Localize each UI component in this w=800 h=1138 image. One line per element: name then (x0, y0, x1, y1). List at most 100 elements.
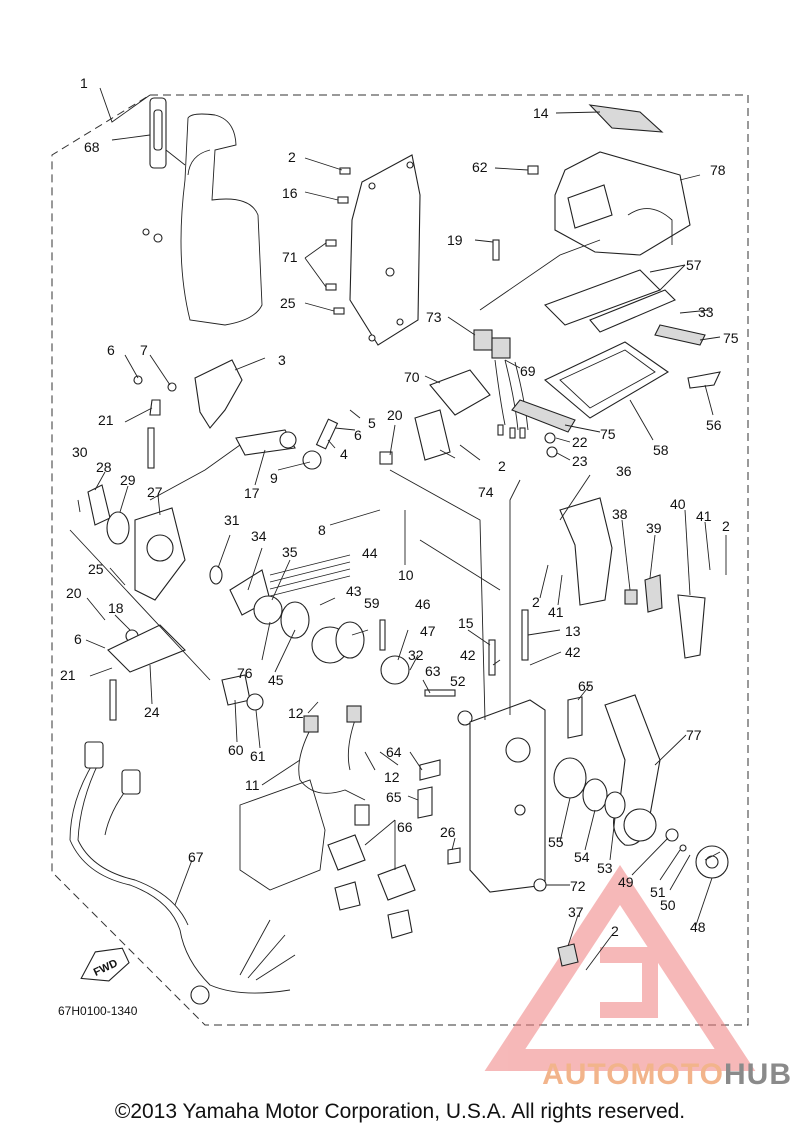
part-19-screw (492, 239, 500, 261)
part-69-wires (494, 359, 529, 439)
callout: 9 (270, 470, 278, 486)
callout: 26 (440, 824, 456, 840)
callout: 51 (650, 884, 666, 900)
callout: 43 (346, 583, 362, 599)
callout: 38 (612, 506, 628, 522)
part-68-handle-bracket (149, 97, 186, 169)
callout: 62 (472, 159, 488, 175)
part-22-washer (544, 432, 556, 444)
part-72-nut (533, 878, 547, 892)
callout-labels: 1 2 2 2 2 2 3 4 5 6 6 6 7 8 9 10 11 12 1… (60, 75, 739, 939)
part-77-hub (623, 808, 657, 842)
part-31-spring (209, 565, 223, 585)
callout: 25 (280, 295, 296, 311)
callout: 7 (140, 342, 148, 358)
part-74-bracket (414, 409, 451, 461)
assembly-boundary (51, 94, 749, 1026)
callout: 8 (318, 522, 326, 538)
part-75-strip-upper (654, 324, 706, 346)
callout: 70 (404, 369, 420, 385)
part-15-rod (488, 639, 496, 676)
fwd-arrow: FWD (80, 947, 130, 982)
part-46-pin (379, 619, 386, 651)
callout: 20 (66, 585, 82, 601)
part-53-ring (604, 791, 626, 819)
part-47-gear (380, 655, 410, 685)
callout: 41 (548, 604, 564, 620)
part-63-shaft (424, 689, 456, 697)
callout: 36 (616, 463, 632, 479)
callout: 57 (686, 257, 702, 273)
callout: 73 (426, 309, 442, 325)
callout: 34 (251, 528, 267, 544)
callout: 63 (425, 663, 441, 679)
part-55-ring (553, 757, 587, 799)
callout: 68 (84, 139, 100, 155)
callout: 42 (565, 644, 581, 660)
part-main-housing (469, 699, 546, 893)
callout: 2 (722, 518, 730, 534)
part-57-plate (544, 269, 676, 333)
callout: 6 (354, 427, 362, 443)
part-75-strip-lower (511, 399, 576, 433)
callout: 25 (88, 561, 104, 577)
callout: 15 (458, 615, 474, 631)
callout: 18 (108, 600, 124, 616)
callout: 74 (478, 484, 494, 500)
callout: 67 (188, 849, 204, 865)
part-27-bore (146, 534, 174, 562)
callout: 32 (408, 647, 424, 663)
callout: 54 (574, 849, 590, 865)
callout: 28 (96, 459, 112, 475)
part-73-switch (473, 329, 511, 359)
remote-body-outline (142, 113, 263, 326)
callout: 76 (237, 665, 253, 681)
ghost-bracket-lower (239, 779, 326, 891)
callout: 35 (282, 544, 298, 560)
callout: 61 (250, 748, 266, 764)
part-66-connectors (327, 834, 416, 939)
part-40-arm (677, 594, 706, 659)
callout: 19 (447, 232, 463, 248)
callout: 22 (572, 434, 588, 450)
callout: 72 (570, 878, 586, 894)
callout: 11 (245, 777, 260, 793)
callout: 13 (565, 623, 581, 639)
part-36-handle (559, 497, 613, 606)
callout: 10 (398, 567, 414, 583)
part-11-cable (298, 705, 370, 826)
copyright-notice: ©2013 Yamaha Motor Corporation, U.S.A. A… (114, 1100, 686, 1123)
callout: 45 (268, 672, 284, 688)
callout: 20 (387, 407, 403, 423)
part-51-clip (679, 844, 687, 852)
part-67-harness (69, 741, 296, 1005)
callout: 30 (72, 444, 88, 460)
callout: 24 (144, 704, 160, 720)
part-56-seal (687, 371, 721, 389)
callout: 75 (723, 330, 739, 346)
callout: 33 (698, 304, 714, 320)
part-44-springs (269, 554, 351, 597)
callout: 65 (578, 678, 594, 694)
part-code: 67H0100-1340 (58, 1004, 138, 1018)
callout: 66 (397, 819, 413, 835)
part-64-tip (419, 759, 441, 781)
callout: 59 (364, 595, 380, 611)
callout: 56 (706, 417, 722, 433)
callout: 1 (80, 75, 88, 91)
part-9-joint (302, 450, 322, 470)
callout: 6 (74, 631, 82, 647)
callout: 2 (498, 458, 506, 474)
callout: 42 (460, 647, 476, 663)
part-78-top-cover (554, 151, 691, 256)
callout: 53 (597, 860, 613, 876)
part-70-plate (429, 369, 491, 416)
part-23-nut (546, 446, 558, 458)
part-24-bracket (107, 624, 186, 673)
callout: 6 (107, 342, 115, 358)
part-76-ring (280, 601, 310, 639)
callout: 12 (384, 769, 400, 785)
callout: 49 (618, 874, 634, 890)
screws-left-plate (325, 167, 351, 315)
